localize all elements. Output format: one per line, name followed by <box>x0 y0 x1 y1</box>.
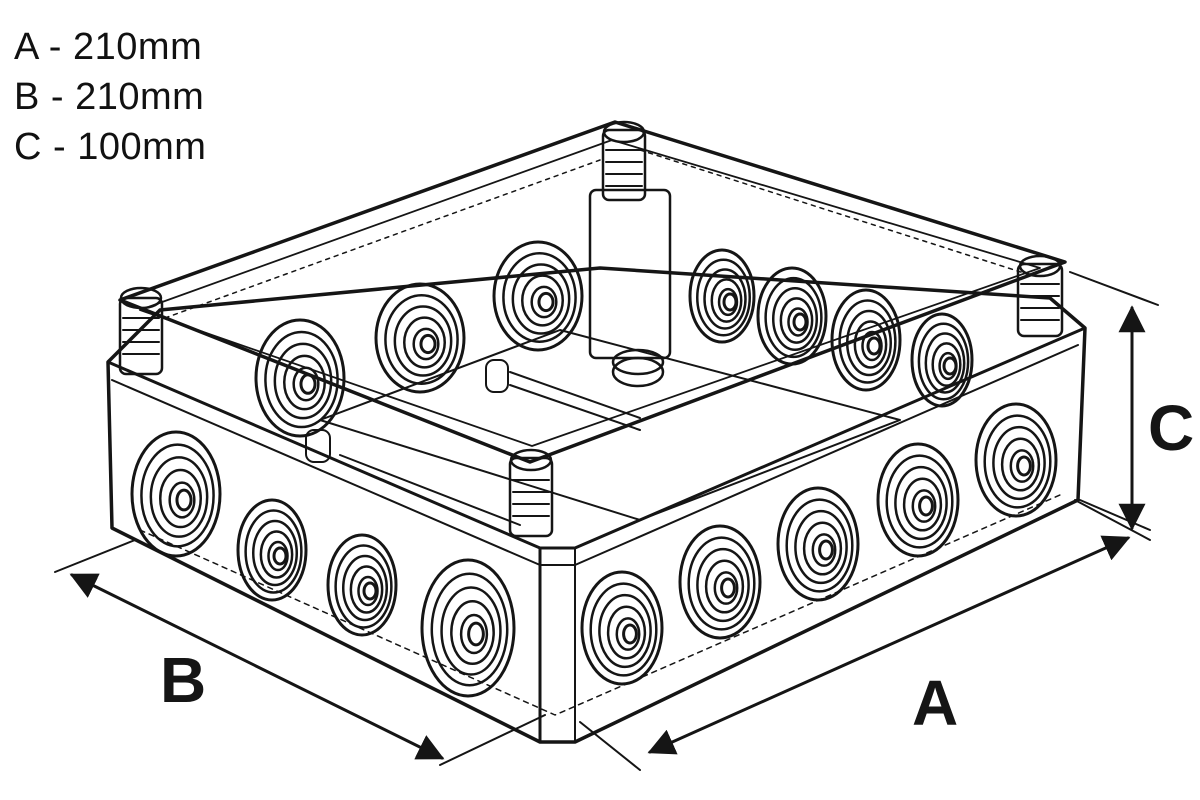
cable-grommet <box>254 318 346 438</box>
cable-grommet <box>326 533 398 637</box>
centre-boss <box>611 356 665 388</box>
dimension-legend: A - 210mm B - 210mm C - 100mm <box>14 22 206 172</box>
cable-grommet <box>492 240 584 352</box>
cable-grommet <box>420 558 516 698</box>
mounting-rail-3 <box>339 454 521 526</box>
box-rim-left <box>106 326 1087 550</box>
dim-b-extension-2 <box>439 714 546 766</box>
mounting-rail-2 <box>509 371 641 419</box>
cable-grommet <box>876 442 960 558</box>
screw-right <box>1016 254 1064 338</box>
lid-inner-edge <box>139 139 1041 447</box>
legend-dimension-b: B - 210mm <box>14 76 205 118</box>
cable-grommet <box>130 430 222 558</box>
legend-dimension-a: A - 210mm <box>14 26 203 68</box>
dim-b-extension <box>54 539 136 573</box>
legend-dimension-c: C - 100mm <box>14 126 207 168</box>
lid-screws <box>118 120 1064 538</box>
cable-grommet <box>580 570 664 686</box>
lid-outline <box>118 120 1067 464</box>
screw-front <box>508 448 554 538</box>
dimension-label-a: A <box>912 667 958 739</box>
interior-details <box>305 188 901 526</box>
mounting-pin <box>485 359 509 393</box>
dim-b-arrow <box>69 573 445 760</box>
cable-grommet <box>678 524 762 640</box>
screw-back <box>601 120 647 202</box>
dim-c-extension-2 <box>1079 499 1151 531</box>
corner-post-back <box>588 188 672 360</box>
transparent-lid <box>118 120 1067 464</box>
mounting-rail <box>509 384 641 431</box>
cable-grommet <box>688 248 756 344</box>
dim-a-arrow <box>647 535 1131 755</box>
lid-dashed-edge-2 <box>639 149 1031 276</box>
cable-grommet <box>236 498 308 602</box>
box-rim-left-inner <box>111 344 1079 566</box>
cable-grommet <box>756 266 828 366</box>
cable-grommet <box>910 312 974 408</box>
cable-grommet <box>374 282 466 394</box>
cable-grommet <box>830 288 902 392</box>
cable-grommet <box>974 402 1058 518</box>
box-floor <box>319 329 901 521</box>
cable-grommet <box>776 486 860 602</box>
dimension-label-c: C <box>1148 392 1194 464</box>
dim-a-extension-2 <box>1074 499 1151 541</box>
dim-c-extension <box>1069 271 1159 306</box>
dimension-lines <box>54 271 1159 771</box>
dim-a-extension <box>579 721 641 771</box>
centre-boss-top <box>611 348 665 376</box>
screw-left <box>118 286 164 376</box>
dimension-label-b: B <box>160 644 206 716</box>
